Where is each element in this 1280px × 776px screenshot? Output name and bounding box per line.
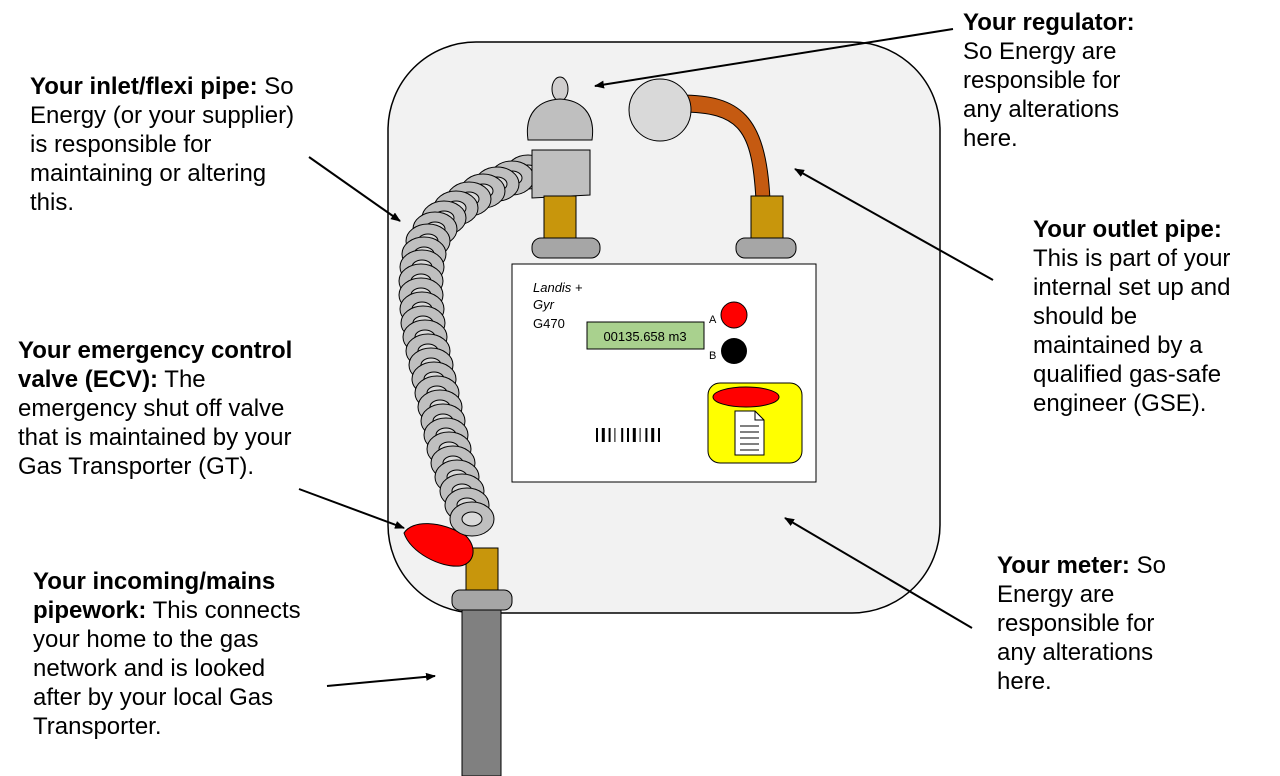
arrow-mains [326,672,436,687]
meter-brand-line1: Landis + [533,280,583,295]
barcode-bar [632,428,636,442]
barcode-bar [645,428,648,442]
ecv-handle [403,523,474,567]
barcode-bar [621,428,624,442]
button-b-black [721,338,747,364]
inlet-brass-stub [543,195,577,241]
flexi-pipe [398,154,551,537]
arrow-inlet [308,156,401,222]
barcode-bar [658,428,660,442]
barcode-bar [596,428,598,442]
inlet-nut [531,237,601,259]
flexi-ring-hole [461,511,483,527]
barcode-bar [614,428,616,442]
outlet-pipe-cap [628,78,692,142]
button-a-red [720,301,748,329]
outlet-brass-stub [750,195,784,241]
regulator-cap-knob [551,76,569,102]
meter-label-red-oval [712,386,780,408]
meter-reading: 00135.658 m3 [603,329,686,344]
regulator-valve [531,149,591,199]
arrow-regulator [594,28,954,89]
arrow-meter [784,517,973,629]
barcode-bar [651,428,655,442]
meter-display [586,321,705,350]
barcode-bar [639,428,641,442]
button-b-label: B [709,350,716,362]
document-icon [734,410,765,456]
mains-pipe-nut [451,589,513,611]
arrow-outlet [794,168,994,281]
barcode-bar [608,428,611,442]
meter-brand-line2: Gyr [533,297,555,312]
barcode [596,428,660,442]
barcode-bar [627,428,629,442]
regulator-body [526,98,594,141]
outlet-nut [735,237,797,259]
button-a-label: A [709,314,717,326]
barcode-bar [601,428,605,442]
meter-model: G470 [533,316,565,331]
arrow-ecv [298,488,405,529]
mains-pipe [461,603,502,776]
